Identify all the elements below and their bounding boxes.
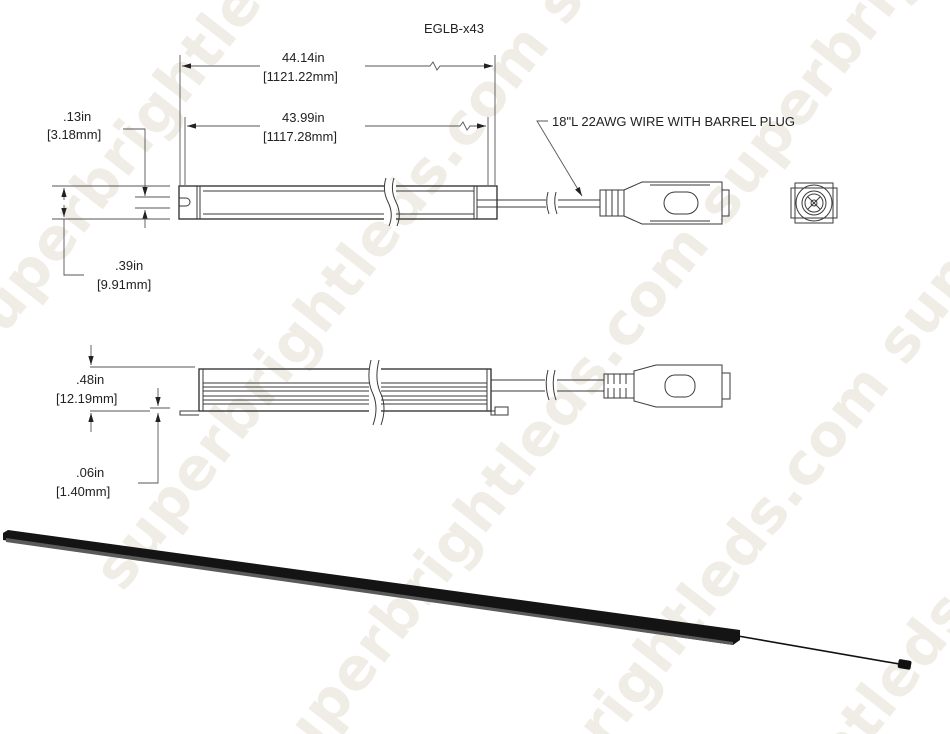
side-view [179, 359, 604, 426]
top-view [178, 177, 600, 227]
barrel-plug-side [603, 364, 731, 408]
slot-width-mm: [3.18mm] [47, 127, 101, 142]
barrel-plug-top [599, 181, 730, 225]
height-in: .48in [76, 372, 104, 387]
flange-thickness-mm: [1.40mm] [56, 484, 110, 499]
body-length-mm: [1117.28mm] [263, 129, 337, 144]
slot-width-in: .13in [63, 109, 91, 124]
drawing-title: EGLB-x43 [424, 21, 484, 36]
dim-slot-width: .13in [3.18mm] [47, 109, 170, 228]
dim-height: .48in [12.19mm] [56, 345, 195, 432]
isometric-view [3, 530, 912, 670]
connector-end-view [790, 182, 838, 224]
dim-flange-thickness: .06in [1.40mm] [56, 388, 170, 499]
dim-overall-length: 44.14in [1121.22mm] [179, 50, 496, 185]
width-mm: [9.91mm] [97, 277, 151, 292]
height-mm: [12.19mm] [56, 391, 117, 406]
wire-note-text: 18"L 22AWG WIRE WITH BARREL PLUG [552, 114, 795, 129]
overall-length-mm: [1121.22mm] [263, 69, 338, 84]
wire-note: 18"L 22AWG WIRE WITH BARREL PLUG [536, 114, 795, 197]
overall-length-in: 44.14in [282, 50, 325, 65]
dim-width: .39in [9.91mm] [52, 185, 170, 292]
width-in: .39in [115, 258, 143, 273]
body-length-in: 43.99in [282, 110, 325, 125]
flange-thickness-in: .06in [76, 465, 104, 480]
dim-body-length: 43.99in [1117.28mm] [184, 110, 489, 185]
